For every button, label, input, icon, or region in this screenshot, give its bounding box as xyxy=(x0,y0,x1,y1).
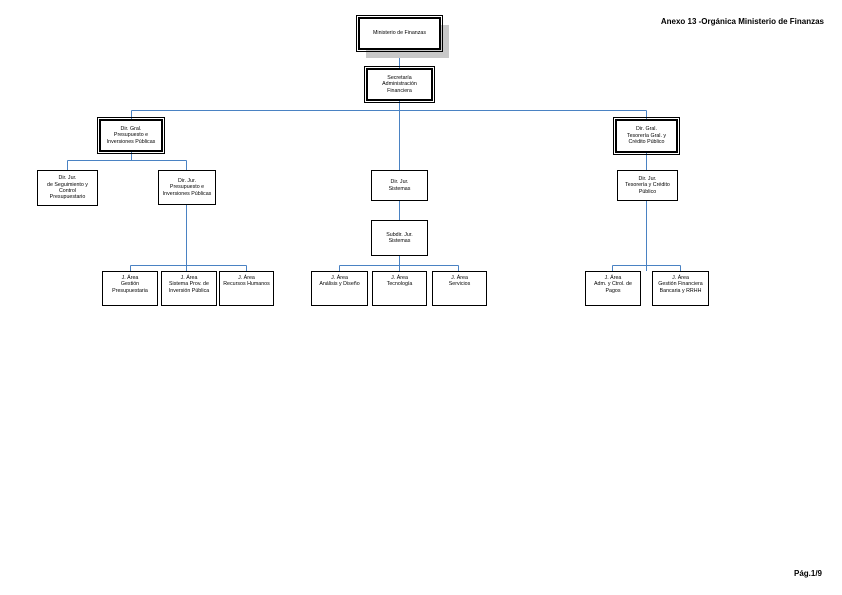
org-box-ja-gestion-financiera: J. Área Gestión Financiera Bancaria y RR… xyxy=(652,271,709,306)
page-number: Pág.1/9 xyxy=(793,569,822,578)
org-box-ministerio: Ministerio de Finanzas xyxy=(356,15,443,52)
org-box-dj-tesoreria: Dir. Jur. Tesorería y Crédito Público xyxy=(617,170,678,201)
page-title: Anexo 13 -Orgánica Ministerio de Finanza… xyxy=(660,17,824,26)
org-box-ja-adm-pagos: J. Área Adm. y Ctrol. de Pagos xyxy=(585,271,641,306)
org-box-dj-presupuesto: Dir. Jur. Presupuesto e Inversiones Públ… xyxy=(158,170,216,205)
org-box-ja-gestion-presupuestaria: J. Área Gestión Presupuestaria xyxy=(102,271,158,306)
org-box-ja-tecnologia: J. Área Tecnología xyxy=(372,271,427,306)
org-box-subdir-sistemas: Subdir. Jur. Sistemas xyxy=(371,220,428,256)
org-box-ja-sistema-inversion: J. Área Sistema Prov. de Inversión Públi… xyxy=(161,271,217,306)
org-box-secretaria: Secretaría Administración Financiera xyxy=(364,66,435,103)
org-box-ja-recursos-humanos: J. Área Recursos Humanos xyxy=(219,271,274,306)
org-box-dg-tesoreria: Dir. Gral. Tesorería Gral. y Crédito Púb… xyxy=(613,117,680,155)
org-box-dj-sistemas: Dir. Jur. Sistemas xyxy=(371,170,428,201)
org-box-dj-seguimiento: Dir. Jur. de Seguimiento y Control Presu… xyxy=(37,170,98,206)
org-box-dg-presupuesto: Dir. Gral. Presupuesto e Inversiones Púb… xyxy=(97,117,165,154)
org-box-ja-analisis-diseno: J. Área Análisis y Diseño xyxy=(311,271,368,306)
org-box-ja-servicios: J. Área Servicios xyxy=(432,271,487,306)
